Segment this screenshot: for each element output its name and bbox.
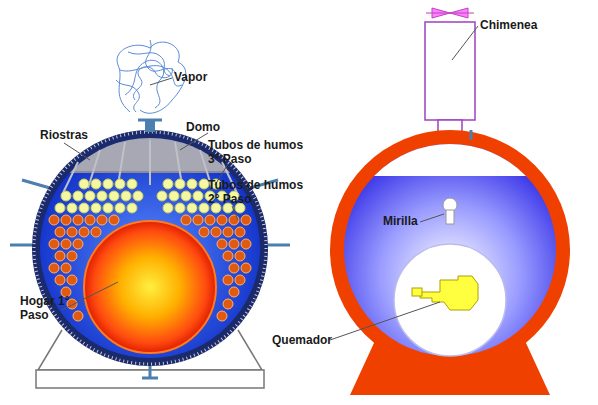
fire-tube [55, 251, 65, 261]
part-label: Quemador [272, 333, 352, 347]
fire-tube [181, 191, 191, 201]
fire-tube [73, 191, 83, 201]
fire-tube [61, 191, 71, 201]
fire-tube [97, 191, 107, 201]
fire-tube [127, 203, 137, 213]
fire-tube [181, 215, 191, 225]
fire-tube [79, 179, 89, 189]
fire-tube [67, 203, 77, 213]
part-label: Tubos de humos 3° Paso [208, 138, 308, 166]
fire-tube [109, 215, 119, 225]
fire-tube [55, 275, 65, 285]
part-label: Chimenea [480, 18, 560, 32]
fire-tube [109, 191, 119, 201]
part-label: Domo [186, 120, 236, 134]
fire-tube [61, 263, 71, 273]
fire-tube [127, 179, 137, 189]
fire-tube [235, 251, 245, 261]
chimney [425, 22, 475, 120]
fire-tube [79, 203, 89, 213]
fire-tube [73, 311, 83, 321]
fire-tube [121, 191, 131, 201]
fire-tube [103, 179, 113, 189]
fire-tube [49, 263, 59, 273]
fire-tube [157, 191, 167, 201]
fire-tube [241, 215, 251, 225]
fire-tube [235, 275, 245, 285]
fire-tube [67, 275, 77, 285]
fire-tube [241, 239, 251, 249]
fire-tube [235, 227, 245, 237]
chimney-damper [426, 8, 474, 18]
fire-tube [97, 215, 107, 225]
right-shell [330, 130, 570, 370]
fire-tube [175, 203, 185, 213]
fire-tube [169, 191, 179, 201]
fire-tube [229, 263, 239, 273]
part-label: Mirilla [383, 214, 443, 228]
fire-tube [115, 179, 125, 189]
fire-tube [49, 239, 59, 249]
fire-tube [223, 275, 233, 285]
fire-tube [91, 179, 101, 189]
fire-tube [163, 179, 173, 189]
fire-tube [67, 251, 77, 261]
fire-tube [133, 191, 143, 201]
leader-lines [62, 26, 478, 340]
fire-tube [229, 239, 239, 249]
fire-tube [73, 239, 83, 249]
fire-tube [61, 239, 71, 249]
sight-glass [443, 198, 457, 224]
furnace [84, 221, 216, 353]
part-label: Tubos de humos 2° Paso [208, 178, 308, 206]
fire-tube [223, 299, 233, 309]
fire-tube [175, 179, 185, 189]
fire-tube [199, 203, 209, 213]
fire-tube [67, 227, 77, 237]
fire-tube [193, 191, 203, 201]
part-label: Riostras [40, 128, 110, 142]
fire-tube [79, 227, 89, 237]
fire-tube [61, 215, 71, 225]
fire-tube [115, 203, 125, 213]
fire-tube [199, 179, 209, 189]
fire-tube [91, 203, 101, 213]
fire-tube [85, 191, 95, 201]
burner [420, 276, 478, 310]
fire-tube [241, 263, 251, 273]
steam-space [340, 140, 560, 176]
fire-tube [223, 251, 233, 261]
fire-tube [205, 215, 215, 225]
water-space [40, 138, 260, 358]
fire-tube [187, 179, 197, 189]
burner-opening [394, 244, 506, 356]
fire-tube [91, 227, 101, 237]
fire-tube [103, 203, 113, 213]
fire-tube [211, 227, 221, 237]
fire-tube [163, 203, 173, 213]
fire-tube [187, 203, 197, 213]
fire-tube [229, 287, 239, 297]
part-label: Vapor [174, 70, 234, 84]
fire-tube [85, 215, 95, 225]
fire-tube [73, 215, 83, 225]
fire-tube [217, 239, 227, 249]
fire-tube [223, 227, 233, 237]
part-label: Hogar 1° Paso [20, 294, 70, 322]
fire-tube [55, 203, 65, 213]
fire-tube [217, 311, 227, 321]
fire-tube [193, 215, 203, 225]
fire-tube [217, 215, 227, 225]
fire-tube [199, 227, 209, 237]
fire-tube [49, 215, 59, 225]
fire-tube [55, 227, 65, 237]
steam-outlet [145, 120, 155, 132]
